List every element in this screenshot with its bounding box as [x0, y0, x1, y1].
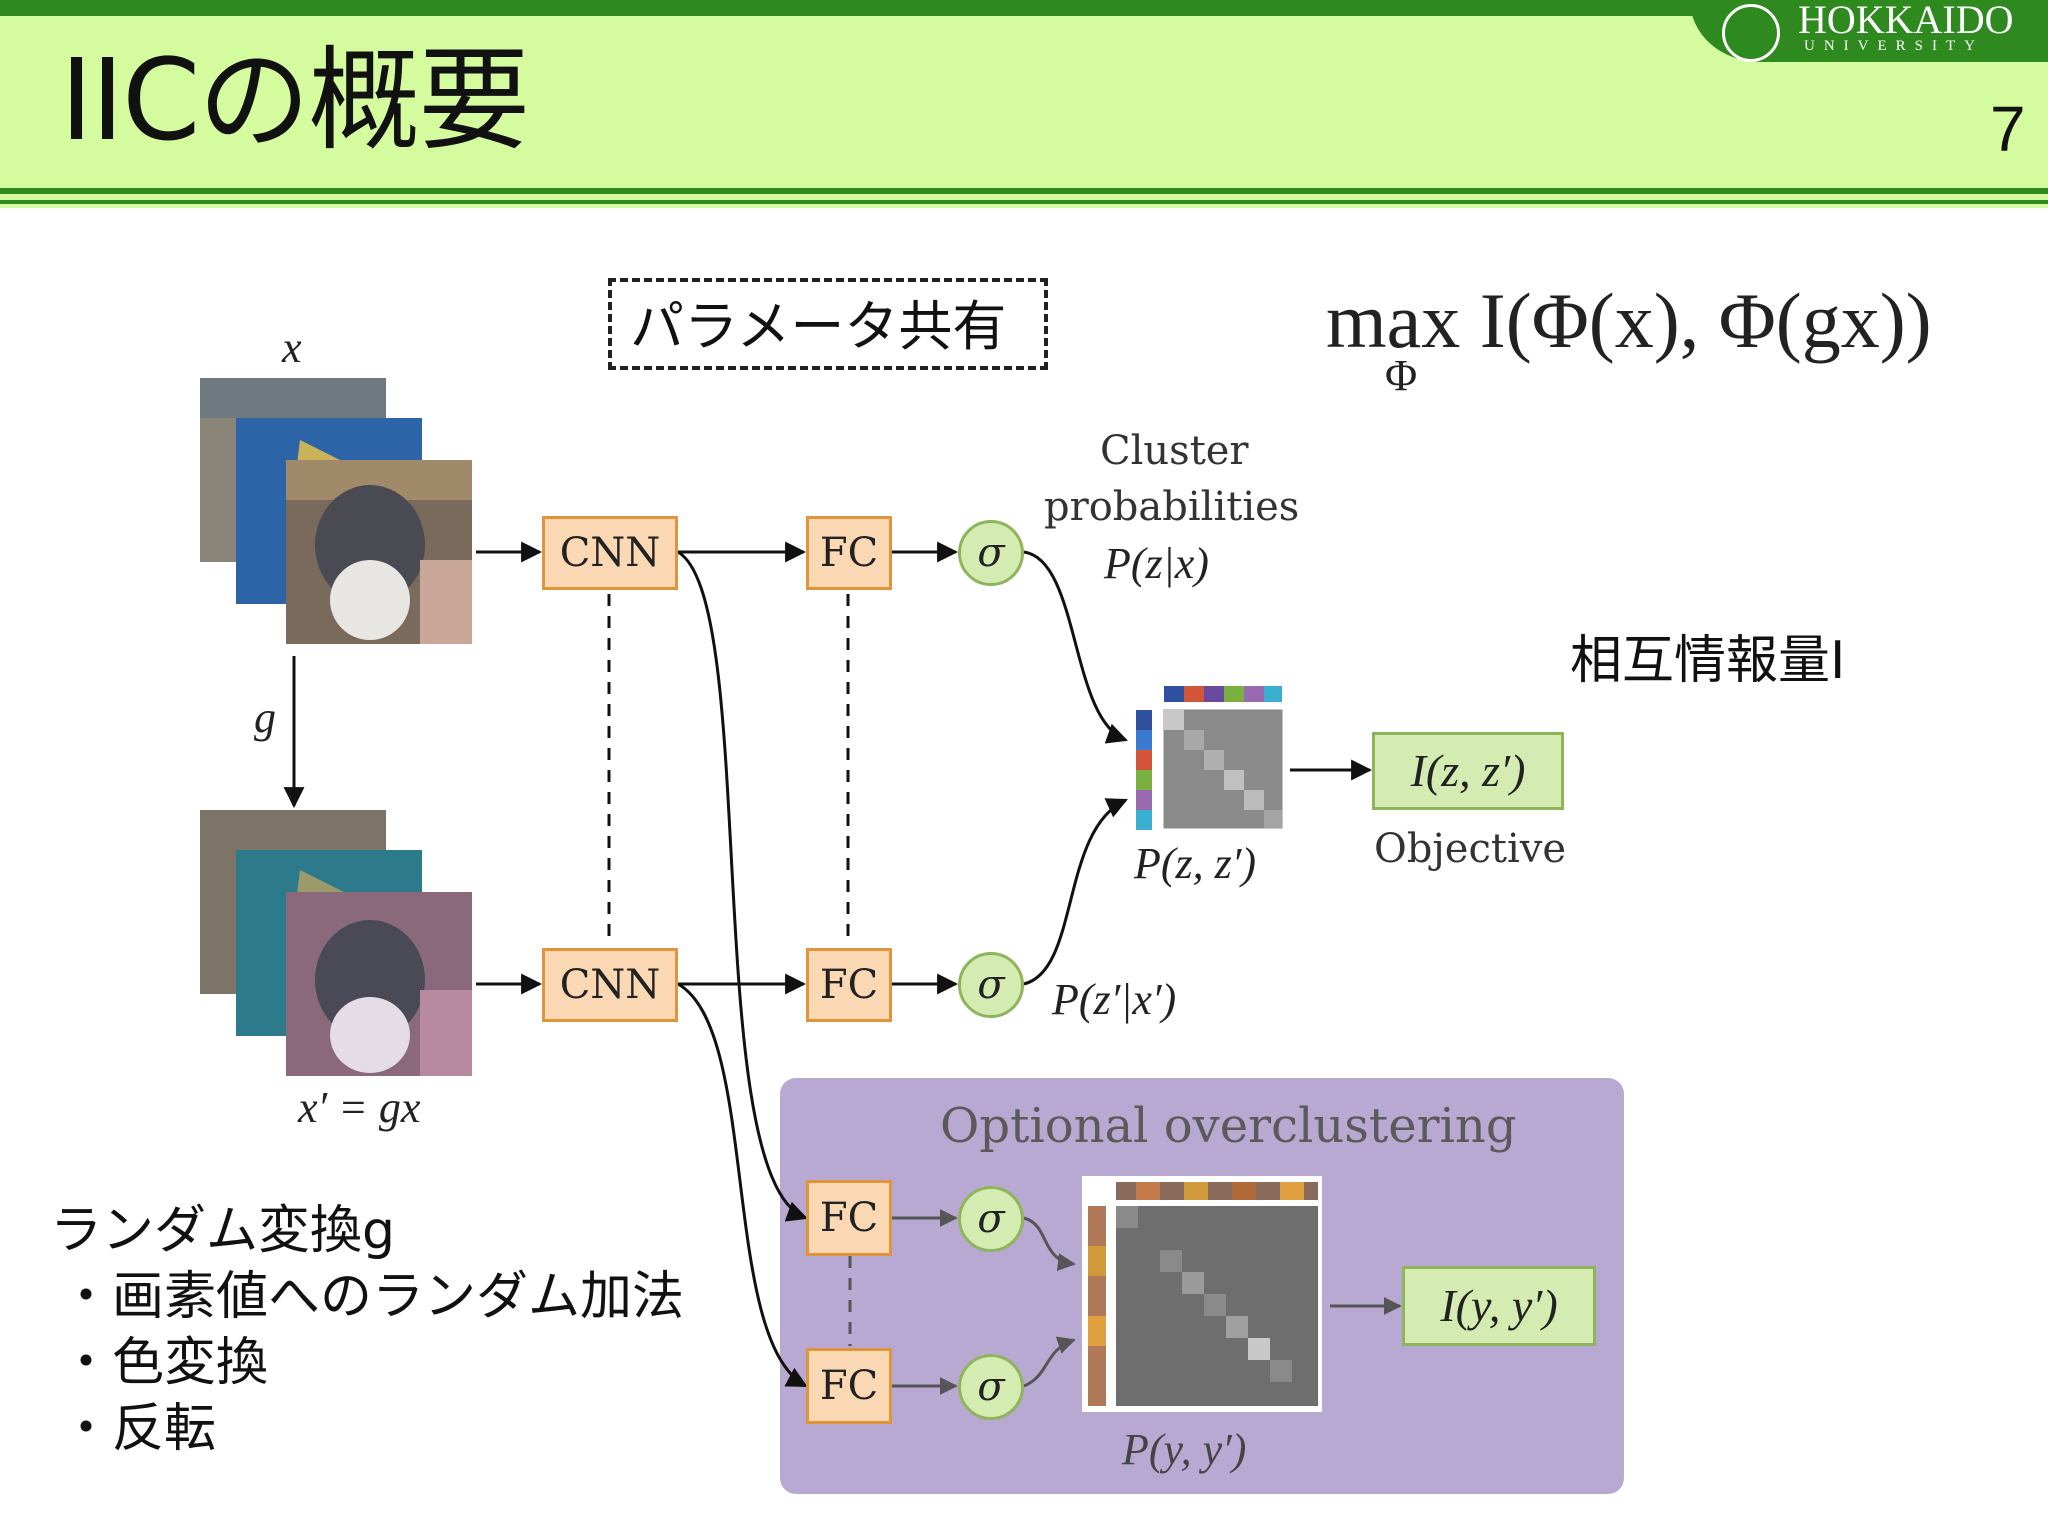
- overclustering-title: Optional overclustering: [940, 1098, 1517, 1154]
- university-seal-icon: [1722, 4, 1780, 62]
- joint-y-label: P(y, y′): [1122, 1425, 1247, 1474]
- objective-box: I(z, z′): [1372, 732, 1564, 810]
- header-bottom-stripe: [0, 188, 2048, 194]
- formula-subscript: Φ: [1385, 351, 1418, 400]
- fc-box-bottom: FC: [806, 948, 892, 1022]
- augmentation-item: ・反転: [60, 1399, 217, 1459]
- joint-matrix-y: [1082, 1176, 1322, 1412]
- augmentation-item: ・色変換: [60, 1333, 269, 1393]
- transformed-x-label: x′ = gx: [298, 1083, 421, 1132]
- softmax-sigma-top: σ: [958, 520, 1024, 586]
- fc-box-top: FC: [806, 516, 892, 590]
- joint-matrix-z: [1136, 686, 1286, 832]
- softmax-sigma-overclust-top: σ: [958, 1186, 1024, 1252]
- mutual-info-label: 相互情報量I: [1570, 631, 1846, 691]
- logo-subtitle: UNIVERSITY: [1804, 38, 1984, 54]
- cluster-label-line1: Cluster: [1100, 428, 1249, 474]
- param-share-label: パラメータ共有: [630, 295, 1007, 358]
- header-bottom-stripe-2: [0, 200, 2048, 204]
- overclust-objective-box: I(y, y′): [1402, 1266, 1596, 1346]
- softmax-sigma-overclust-bottom: σ: [958, 1354, 1024, 1420]
- augmentation-item: ・画素値へのランダム加法: [60, 1267, 685, 1327]
- input-x-label: x: [282, 323, 302, 372]
- fc-box-overclust-top: FC: [806, 1180, 892, 1256]
- fc-box-overclust-bottom: FC: [806, 1348, 892, 1424]
- cnn-box-bottom: CNN: [542, 948, 678, 1022]
- input-image-stack: [200, 378, 472, 644]
- cluster-label-line2: probabilities: [1044, 484, 1300, 530]
- header-top-stripe: [0, 0, 2048, 16]
- objective-label: Objective: [1374, 826, 1567, 872]
- joint-z-label: P(z, z′): [1134, 839, 1257, 888]
- param-share-box: [608, 278, 1048, 370]
- softmax-sigma-bottom: σ: [958, 952, 1024, 1018]
- pzx-label: P(z|x): [1104, 539, 1209, 588]
- transform-g-label: g: [254, 693, 276, 742]
- transformed-image-stack: [200, 810, 472, 1076]
- page-number: 7: [1990, 93, 2026, 165]
- logo-name: HOKKAIDO: [1798, 0, 2014, 42]
- pz2x2-label: P(z′|x′): [1052, 975, 1177, 1024]
- augmentation-title: ランダム変換g: [50, 1201, 396, 1261]
- objective-formula: max I(Φ(x), Φ(gx)): [1326, 277, 1932, 364]
- cnn-box-top: CNN: [542, 516, 678, 590]
- page-title: IICの概要: [60, 36, 530, 166]
